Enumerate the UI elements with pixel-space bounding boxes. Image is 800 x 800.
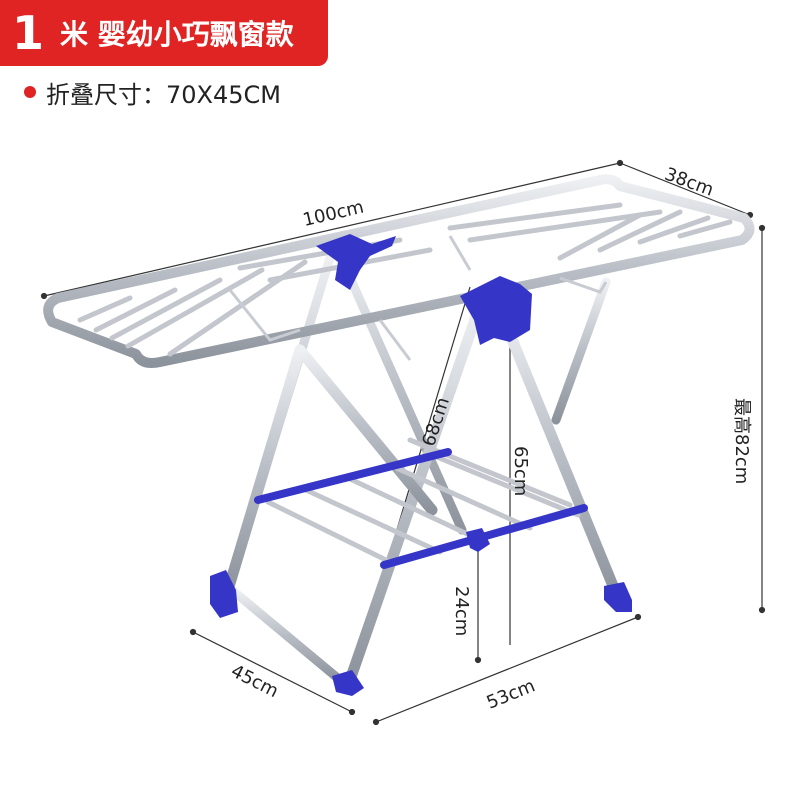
lower-height-label: 24cm [451,586,472,636]
bullet-icon [24,86,36,98]
length-label: 100cm [301,197,366,231]
base-depth-label: 45cm [227,661,281,703]
leg-length-label: 68cm [418,395,454,449]
folded-size-label: 折叠尺寸：70X45CM [46,80,281,109]
dimension-lines [40,159,766,726]
title-text: 米 婴幼小巧飘窗款 [60,18,294,51]
base-width-label: 53cm [484,675,539,713]
title-banner: 1 米 婴幼小巧飘窗款 [0,0,328,66]
spec-row: 折叠尺寸：70X45CM [24,74,281,110]
title-number: 1 [12,6,45,60]
top-rack [43,174,755,368]
mid-height-label: 65cm [510,446,531,496]
joints [210,234,632,696]
front-legs [222,299,624,686]
max-height-label: 最高82cm [731,398,752,484]
back-legs [223,250,611,685]
